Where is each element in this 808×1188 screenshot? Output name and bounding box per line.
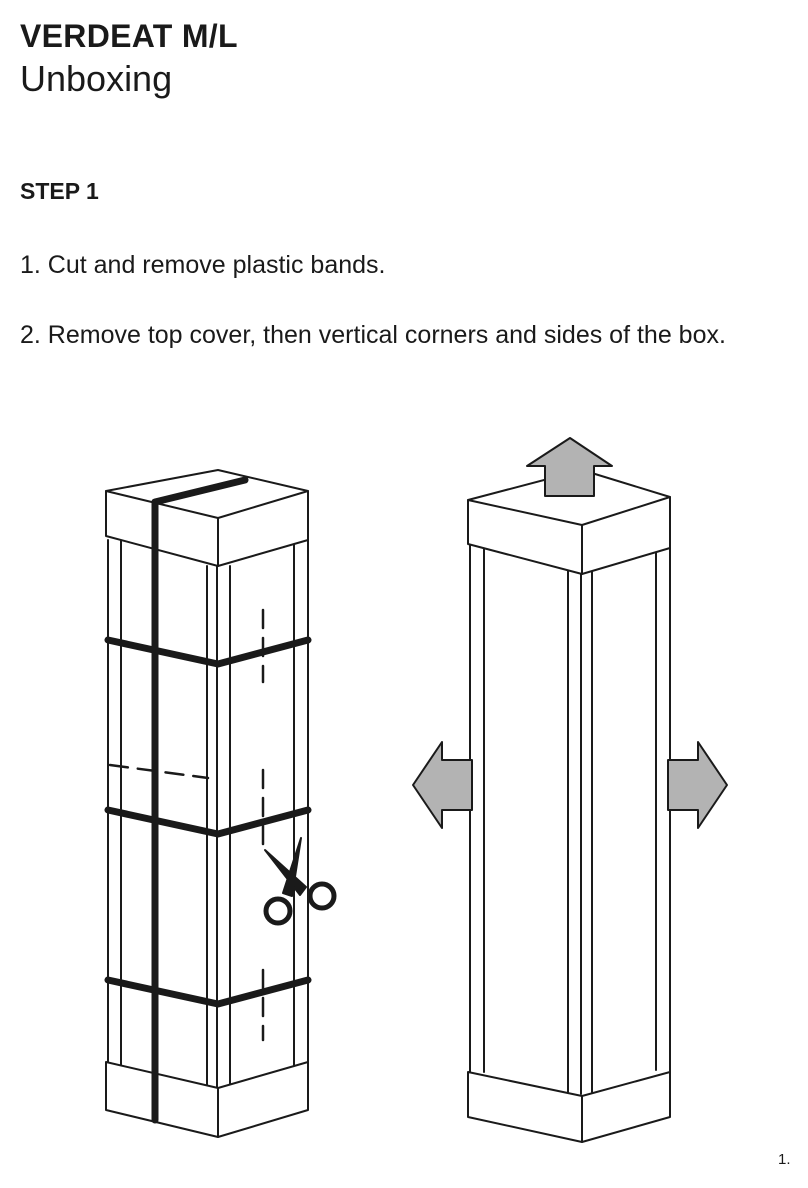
document-title: VERDEAT M/L	[20, 18, 238, 54]
arrow-left-icon	[412, 741, 473, 829]
cut-line	[108, 608, 265, 1042]
plastic-band	[104, 476, 312, 1124]
arrow-right-icon	[667, 741, 728, 829]
instruction-2: 2. Remove top cover, then vertical corne…	[20, 321, 726, 349]
instruction-1: 1. Cut and remove plastic bands.	[20, 251, 386, 279]
unboxing-illustration	[104, 437, 728, 1143]
page-number: 1.	[778, 1151, 791, 1168]
unpacked-box	[467, 469, 671, 1143]
scissors-icon	[263, 837, 337, 926]
arrow-up-icon	[526, 437, 613, 497]
document-subtitle: Unboxing	[20, 58, 173, 99]
packed-box	[105, 469, 309, 1138]
step-heading: STEP 1	[20, 178, 99, 204]
